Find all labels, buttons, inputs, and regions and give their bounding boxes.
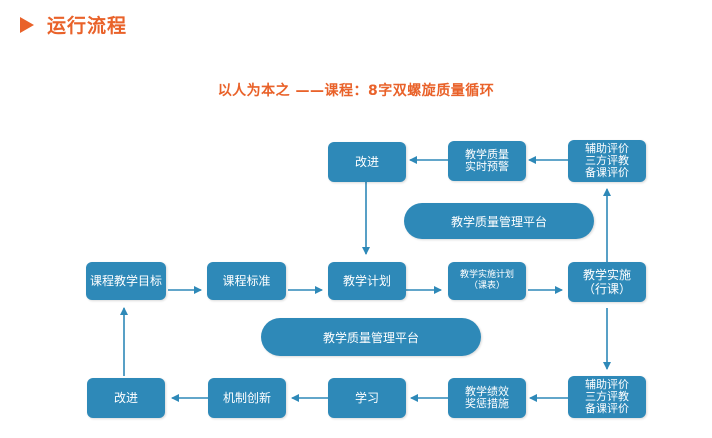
diagram-subtitle: 以人为本之 ——课程：8字双螺旋质量循环	[217, 83, 495, 99]
node-study: 学习	[328, 378, 406, 418]
node-implementation: 教学实施 （行课）	[568, 262, 646, 302]
node-incentive: 教学绩效 奖惩措施	[448, 378, 526, 418]
node-mechanism-innovation: 机制创新	[208, 378, 286, 418]
node-top-evaluation: 辅助评价 三方评教 备课评价	[568, 140, 646, 182]
node-top-improve: 改进	[328, 142, 406, 182]
node-teaching-plan: 教学计划	[328, 262, 406, 300]
node-course-goal: 课程教学目标	[86, 262, 166, 300]
node-quality-monitor: 教学质量 实时预警	[448, 141, 526, 181]
platform-lower: 教学质量管理平台	[261, 318, 481, 356]
node-course-standard: 课程标准	[207, 262, 286, 300]
node-implementation-plan: 教学实施计划 （课表）	[448, 262, 526, 300]
section-header: 运行流程	[20, 11, 127, 38]
node-bottom-evaluation: 辅助评价 三方评教 备课评价	[568, 376, 646, 418]
section-title: 运行流程	[47, 15, 128, 37]
triangle-right-icon	[20, 16, 34, 33]
node-bottom-improve: 改进	[87, 378, 165, 418]
platform-upper: 教学质量管理平台	[404, 203, 594, 239]
